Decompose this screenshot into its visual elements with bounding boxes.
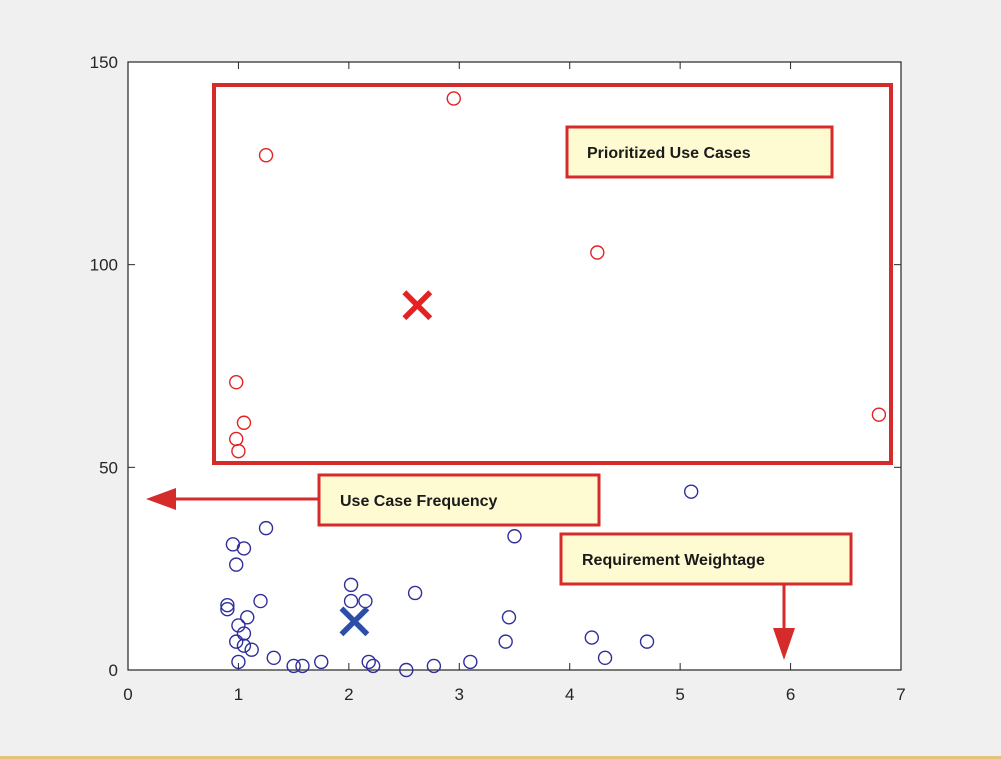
data-point-blue [220,597,235,613]
weightage-arrow-head [773,628,795,660]
callout-prioritized: Prioritized Use Cases [565,125,834,179]
data-point-blue [229,634,244,649]
x-tick-label: 1 [234,685,243,704]
data-point-blue [584,630,599,645]
data-point-blue [597,650,613,666]
data-point-red [258,148,274,163]
y-tick-label: 150 [90,53,118,72]
x-tick-label: 3 [455,685,464,704]
data-point-red [871,407,887,422]
data-point-blue [258,520,274,536]
data-point-red [236,415,252,430]
data-point-blue [229,557,244,572]
data-point-blue [240,610,255,625]
y-tick-label: 0 [109,661,118,680]
callout-weightage: Requirement Weightage [559,532,853,660]
axis-ticks: 0 1 2 3 4 5 6 7 0 50 100 150 [90,53,906,704]
data-point-blue [343,577,359,593]
data-point-blue [231,618,246,633]
x-tick-label: 0 [123,685,132,704]
centroid-marker [339,606,370,637]
data-point-blue [498,634,513,649]
data-point-red [590,245,605,260]
prioritized-cluster-box [212,83,893,465]
data-point-red [446,91,461,106]
data-point-blue [231,654,246,670]
data-point-blue [253,593,268,609]
x-tick-label: 7 [896,685,905,704]
data-point-blue [343,593,359,609]
callout-frequency: Use Case Frequency [146,473,601,527]
data-point-blue [220,602,235,617]
data-point-blue [314,654,329,670]
frequency-arrow-head [146,488,176,510]
x-tick-label: 6 [786,685,795,704]
data-point-blue [407,585,423,601]
data-point-blue [236,638,252,653]
callout-frequency-label: Use Case Frequency [340,493,498,510]
data-point-blue [683,484,699,499]
data-point-blue [507,529,522,544]
x-tick-label: 5 [675,685,684,704]
cluster-centroids [339,290,433,637]
data-point-blue [501,610,517,625]
data-point-red [231,443,246,459]
data-point-blue [361,654,376,670]
data-point-blue [426,658,442,674]
data-point-blue [463,654,478,670]
data-point-blue [244,642,259,657]
data-point-blue [365,658,381,674]
data-points [220,91,887,678]
data-point-blue [639,634,655,649]
y-tick-label: 100 [90,256,118,275]
data-point-blue [399,662,414,678]
x-tick-label: 4 [565,685,574,704]
data-point-blue [236,541,252,556]
callout-prioritized-label: Prioritized Use Cases [587,145,751,162]
x-tick-label: 2 [344,685,353,704]
data-point-blue [266,650,281,666]
centroid-marker [402,290,433,321]
data-point-red [229,375,244,390]
callout-weightage-label: Requirement Weightage [582,552,765,569]
y-tick-label: 50 [99,458,118,477]
data-point-blue [236,626,252,641]
data-point-blue [295,658,310,674]
data-point-blue [286,658,301,674]
